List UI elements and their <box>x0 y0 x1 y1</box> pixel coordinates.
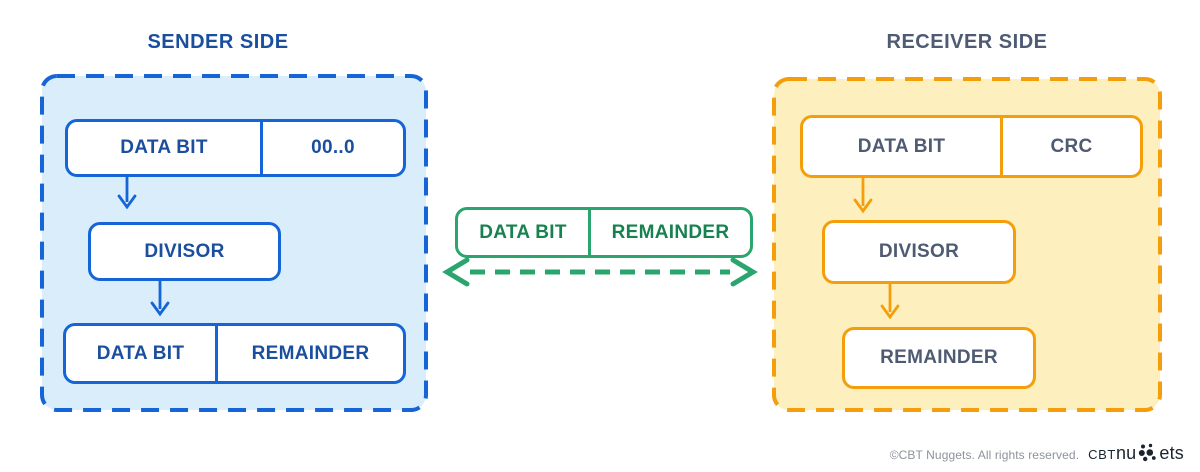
receiver-down-arrow-icon-2 <box>880 283 900 320</box>
transmitted-remainder-cell: REMAINDER <box>611 221 730 243</box>
receiver-data-crc-box: DATA BIT CRC <box>800 115 1143 178</box>
bidirectional-transfer-arrow-icon <box>442 257 758 287</box>
logo-ets-text: ets <box>1159 443 1184 463</box>
receiver-down-arrow-icon-1 <box>853 177 873 214</box>
logo-nu-text: nu <box>1115 443 1137 463</box>
sender-divisor-box: DIVISOR <box>88 222 281 281</box>
sender-databit-cell: DATA BIT <box>68 122 263 174</box>
sender-panel: DATA BIT 00..0 DIVISOR DATA BIT REMAINDE… <box>40 74 428 412</box>
receiver-panel: DATA BIT CRC DIVISOR REMAINDER <box>772 77 1162 412</box>
sender-data-padding-box: DATA BIT 00..0 <box>65 119 406 177</box>
nuggets-dots-icon <box>1139 443 1157 462</box>
receiver-divisor-box: DIVISOR <box>822 220 1016 284</box>
receiver-crc-cell: CRC <box>1050 135 1093 157</box>
copyright-text: ©CBT Nuggets. All rights reserved. <box>889 448 1080 462</box>
receiver-side-title: RECEIVER SIDE <box>886 31 1048 53</box>
sender-divisor-label: DIVISOR <box>144 240 225 262</box>
transmitted-databit-cell: DATA BIT <box>458 210 591 255</box>
logo-cbt-text: CBT <box>1088 447 1116 462</box>
sender-padding-zeros-cell: 00..0 <box>311 137 355 158</box>
receiver-remainder-label: REMAINDER <box>880 347 998 368</box>
sender-down-arrow-icon-2 <box>150 280 170 317</box>
receiver-remainder-box: REMAINDER <box>842 327 1036 389</box>
receiver-databit-cell: DATA BIT <box>803 118 1003 175</box>
sender-result-frame-box: DATA BIT REMAINDER <box>63 323 406 384</box>
sender-result-remainder-cell: REMAINDER <box>251 342 370 364</box>
receiver-divisor-label: DIVISOR <box>878 241 960 262</box>
sender-result-databit-cell: DATA BIT <box>66 326 218 381</box>
transmitted-frame-box: DATA BIT REMAINDER <box>455 207 753 258</box>
sender-down-arrow-icon-1 <box>117 175 137 210</box>
sender-side-title: SENDER SIDE <box>147 31 289 53</box>
